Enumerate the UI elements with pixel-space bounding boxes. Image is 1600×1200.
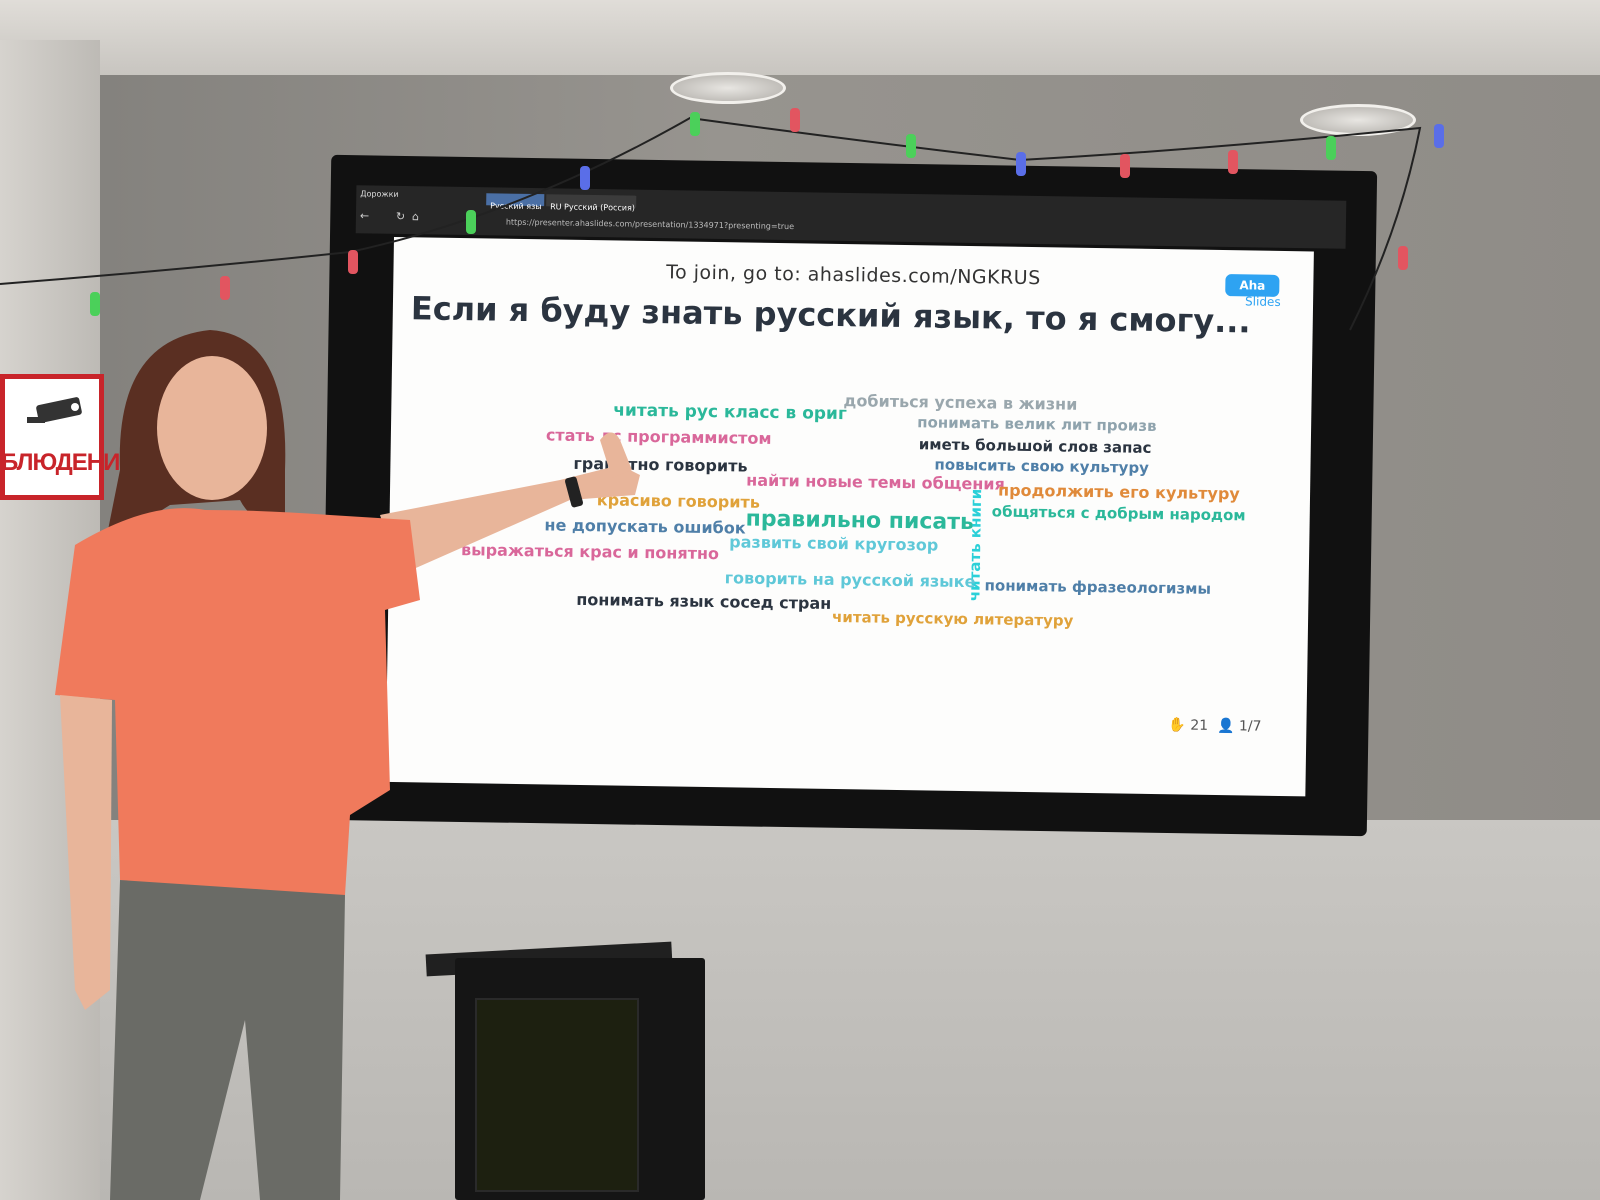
bookmark-label: Дорожки <box>360 189 399 199</box>
word-cloud-item: красиво говорить <box>596 490 761 512</box>
surveillance-sign: БЛЮДЕНИЕ <box>0 374 135 500</box>
wall-lower <box>0 820 1600 1200</box>
word-cloud-item: понимать велик лит произв <box>917 413 1157 436</box>
tab-active[interactable]: Русский язы <box>486 193 545 211</box>
ceiling-vent <box>670 72 786 104</box>
word-cloud-item: читать русскую литературу <box>831 607 1074 630</box>
join-instruction: To join, go to: ahaslides.com/NGKRUS <box>393 257 1313 293</box>
computer-case <box>455 958 705 1200</box>
word-cloud-item: понимать фразеологизмы <box>984 576 1212 598</box>
word-cloud-item: стать лс программистом <box>545 425 772 448</box>
hand-icon: ✋ <box>1168 717 1186 734</box>
word-cloud-item: грамотно говорить <box>573 453 748 476</box>
word-cloud-item: не допускать ошибок <box>544 515 746 538</box>
word-cloud-item: иметь большой слов запас <box>918 435 1152 457</box>
ahaslides-logo: Aha <box>1225 274 1280 297</box>
word-cloud-item: правильно писать <box>745 506 975 536</box>
back-icon[interactable]: ← <box>359 209 370 223</box>
word-cloud-item: говорить на русской языке <box>724 568 976 592</box>
home-icon[interactable]: ⌂ <box>411 210 420 224</box>
person-icon: 👤 <box>1216 717 1235 735</box>
word-cloud-item: продолжить его культуру <box>997 480 1240 504</box>
join-url[interactable]: ahaslides.com/NGKRUS <box>807 263 1041 290</box>
camera-icon <box>27 397 82 423</box>
stats-bar: ✋ 21 👤 1/7 <box>1168 717 1261 734</box>
reload-icon[interactable]: ↻ <box>395 209 406 223</box>
slide-question: Если я буду знать русский язык, то я смо… <box>410 289 1251 341</box>
case-window <box>475 998 639 1192</box>
tab-second[interactable]: RU Русский (Россия) <box>546 194 637 213</box>
word-cloud-item: развить свой кругозор <box>729 532 939 555</box>
slide-screen: To join, go to: ahaslides.com/NGKRUS Aha… <box>385 237 1314 797</box>
address-bar[interactable]: https://presenter.ahaslides.com/presenta… <box>505 217 795 232</box>
participant-count: 1/7 <box>1238 718 1262 735</box>
word-cloud-item: выражаться крас и понятно <box>460 540 720 564</box>
response-count: 21 <box>1190 717 1209 734</box>
word-cloud-item: добиться успеха в жизни <box>843 391 1078 414</box>
word-cloud-item: понимать язык сосед стран <box>576 589 832 613</box>
ceiling <box>0 0 1600 75</box>
ceiling-vent <box>1300 104 1416 136</box>
word-cloud-item: общяться с добрым народом <box>991 502 1246 525</box>
sign-text: БЛЮДЕНИЕ <box>1 449 135 476</box>
word-cloud-item: читать рус класс в ориг <box>613 400 847 425</box>
wall-pillar <box>0 40 100 1200</box>
join-prefix: To join, go to: <box>665 261 802 286</box>
